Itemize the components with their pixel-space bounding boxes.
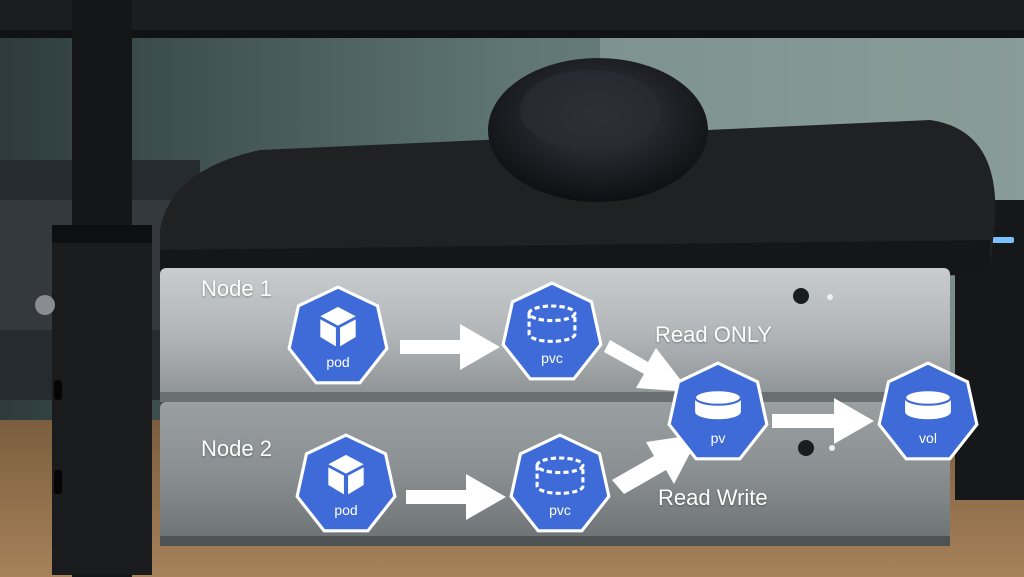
pv-label: pv bbox=[710, 430, 726, 446]
pvc-badge-node1: pvc bbox=[500, 280, 604, 384]
heptagon-badge bbox=[509, 433, 611, 533]
cube-icon bbox=[328, 454, 364, 495]
arrow-pod1-to-pvc1 bbox=[400, 324, 500, 370]
node-2-label: Node 2 bbox=[201, 436, 272, 461]
dashed-cylinder-icon bbox=[535, 456, 585, 495]
heptagon-badge bbox=[877, 361, 979, 461]
pvc-label: pvc bbox=[541, 350, 563, 366]
dashed-cylinder-icon bbox=[527, 304, 577, 343]
pod-label: pod bbox=[334, 502, 358, 518]
pod-badge-node1: pod bbox=[286, 284, 390, 388]
pvc-badge-node2: pvc bbox=[508, 432, 612, 536]
pod-badge-node2: pod bbox=[294, 432, 398, 536]
heptagon-badge bbox=[295, 433, 397, 533]
arrow-pvc1-to-pv bbox=[604, 340, 690, 392]
cube-icon bbox=[320, 306, 356, 347]
heptagon-badge bbox=[667, 361, 769, 461]
cylinder-icon bbox=[904, 389, 952, 420]
pod-label: pod bbox=[326, 354, 350, 370]
pvc-label: pvc bbox=[549, 502, 571, 518]
read-write-label: Read Write bbox=[658, 485, 768, 510]
node-1-label: Node 1 bbox=[201, 276, 272, 301]
arrow-pvc2-to-pv bbox=[612, 434, 700, 494]
pv-badge: pv bbox=[666, 360, 770, 464]
arrow-pod2-to-pvc2 bbox=[406, 474, 506, 520]
read-only-label: Read ONLY bbox=[655, 322, 772, 347]
arrow-pv-to-vol bbox=[772, 398, 874, 444]
cylinder-icon bbox=[694, 389, 742, 420]
vol-badge: vol bbox=[876, 360, 980, 464]
heptagon-badge bbox=[501, 281, 603, 381]
heptagon-badge bbox=[287, 285, 389, 385]
vol-label: vol bbox=[919, 430, 937, 446]
